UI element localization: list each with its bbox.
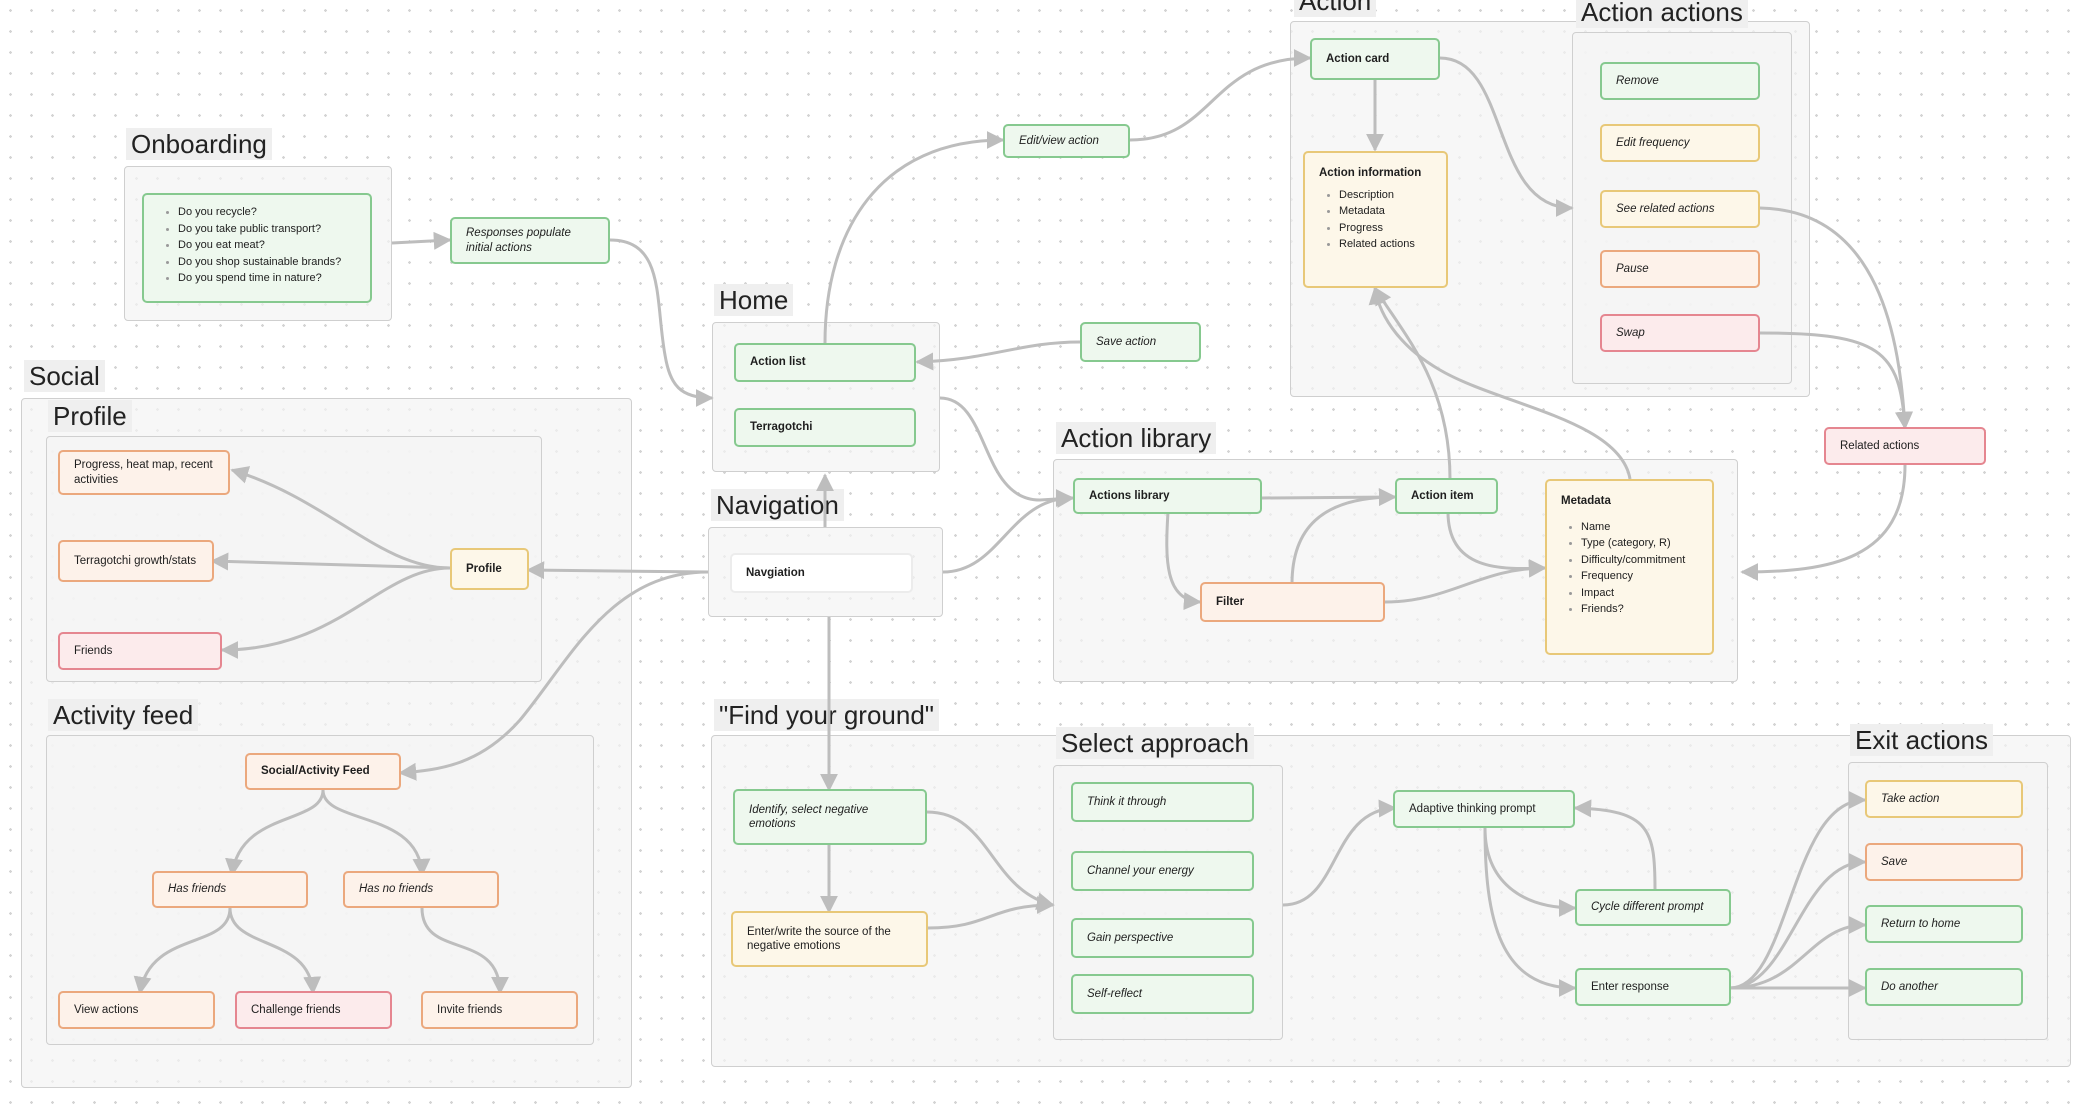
cycle-prompt-node[interactable]: Cycle different prompt — [1575, 889, 1731, 926]
select-approach-title: Select approach — [1056, 727, 1254, 759]
metadata-item: Type (category, R) — [1581, 535, 1698, 552]
responses-populate-node[interactable]: Responses populate initial actions — [450, 217, 610, 264]
swap-node[interactable]: Swap — [1600, 314, 1760, 352]
metadata-item: Difficulty/commitment — [1581, 552, 1698, 569]
action-information-card[interactable]: Action information Description Metadata … — [1303, 151, 1448, 288]
filter-node[interactable]: Filter — [1200, 582, 1385, 622]
gain-perspective-node[interactable]: Gain perspective — [1071, 918, 1254, 958]
onboarding-questions-card[interactable]: Do you recycle? Do you take public trans… — [142, 193, 372, 303]
actions-library-node[interactable]: Actions library — [1073, 478, 1262, 514]
action-section-title: Action — [1294, 0, 1377, 17]
adaptive-thinking-prompt-node[interactable]: Adaptive thinking prompt — [1393, 790, 1575, 828]
metadata-item: Frequency — [1581, 568, 1698, 585]
related-actions-node[interactable]: Related actions — [1824, 427, 1986, 465]
metadata-title: Metadata — [1561, 495, 1611, 507]
channel-energy-node[interactable]: Channel your energy — [1071, 851, 1254, 891]
info-item: Progress — [1339, 220, 1432, 237]
save-node[interactable]: Save — [1865, 843, 2023, 881]
metadata-item: Name — [1581, 519, 1698, 536]
profile-title: Profile — [48, 400, 132, 432]
invite-friends-node[interactable]: Invite friends — [421, 991, 578, 1029]
profile-node[interactable]: Profile — [450, 548, 529, 590]
save-action-node[interactable]: Save action — [1080, 322, 1201, 362]
progress-heatmap-node[interactable]: Progress, heat map, recent activities — [58, 450, 230, 495]
info-item: Metadata — [1339, 203, 1432, 220]
onboarding-title: Onboarding — [126, 128, 272, 160]
find-your-ground-title: "Find your ground" — [714, 699, 940, 731]
social-title: Social — [24, 360, 105, 392]
action-card-node[interactable]: Action card — [1310, 38, 1440, 80]
pause-node[interactable]: Pause — [1600, 250, 1760, 288]
info-item: Description — [1339, 187, 1432, 204]
has-no-friends-node[interactable]: Has no friends — [343, 871, 499, 908]
edit-view-action-node[interactable]: Edit/view action — [1003, 124, 1130, 158]
question-item: Do you spend time in nature? — [178, 270, 356, 287]
enter-source-node[interactable]: Enter/write the source of the negative e… — [731, 911, 928, 967]
has-friends-node[interactable]: Has friends — [152, 871, 308, 908]
take-action-node[interactable]: Take action — [1865, 780, 2023, 818]
navigation-node[interactable]: Navgiation — [730, 553, 913, 593]
friends-node[interactable]: Friends — [58, 632, 222, 670]
home-title: Home — [714, 284, 794, 316]
action-actions-title: Action actions — [1576, 0, 1748, 28]
action-information-title: Action information — [1319, 167, 1422, 179]
terragotchi-growth-node[interactable]: Terragotchi growth/stats — [58, 540, 214, 582]
exit-actions-title: Exit actions — [1850, 724, 1993, 756]
remove-node[interactable]: Remove — [1600, 62, 1760, 100]
navigation-title: Navigation — [711, 489, 844, 521]
action-list-node[interactable]: Action list — [734, 343, 916, 382]
view-actions-node[interactable]: View actions — [58, 991, 215, 1029]
terragotchi-node[interactable]: Terragotchi — [734, 408, 916, 447]
question-item: Do you shop sustainable brands? — [178, 254, 356, 271]
think-it-through-node[interactable]: Think it through — [1071, 782, 1254, 822]
metadata-item: Friends? — [1581, 601, 1698, 618]
action-item-node[interactable]: Action item — [1395, 478, 1498, 514]
question-item: Do you recycle? — [178, 204, 356, 221]
see-related-actions-node[interactable]: See related actions — [1600, 190, 1760, 228]
do-another-node[interactable]: Do another — [1865, 968, 2023, 1006]
question-item: Do you take public transport? — [178, 221, 356, 238]
edit-frequency-node[interactable]: Edit frequency — [1600, 124, 1760, 162]
metadata-card[interactable]: Metadata Name Type (category, R) Difficu… — [1545, 479, 1714, 655]
challenge-friends-node[interactable]: Challenge friends — [235, 991, 392, 1029]
action-library-title: Action library — [1056, 422, 1217, 454]
return-to-home-node[interactable]: Return to home — [1865, 905, 2023, 943]
identify-emotions-node[interactable]: Identify, select negative emotions — [733, 789, 927, 845]
social-activity-feed-node[interactable]: Social/Activity Feed — [245, 753, 401, 790]
activity-feed-title: Activity feed — [48, 699, 199, 731]
question-item: Do you eat meat? — [178, 237, 356, 254]
metadata-item: Impact — [1581, 585, 1698, 602]
self-reflect-node[interactable]: Self-reflect — [1071, 974, 1254, 1014]
enter-response-node[interactable]: Enter response — [1575, 968, 1731, 1006]
info-item: Related actions — [1339, 236, 1432, 253]
